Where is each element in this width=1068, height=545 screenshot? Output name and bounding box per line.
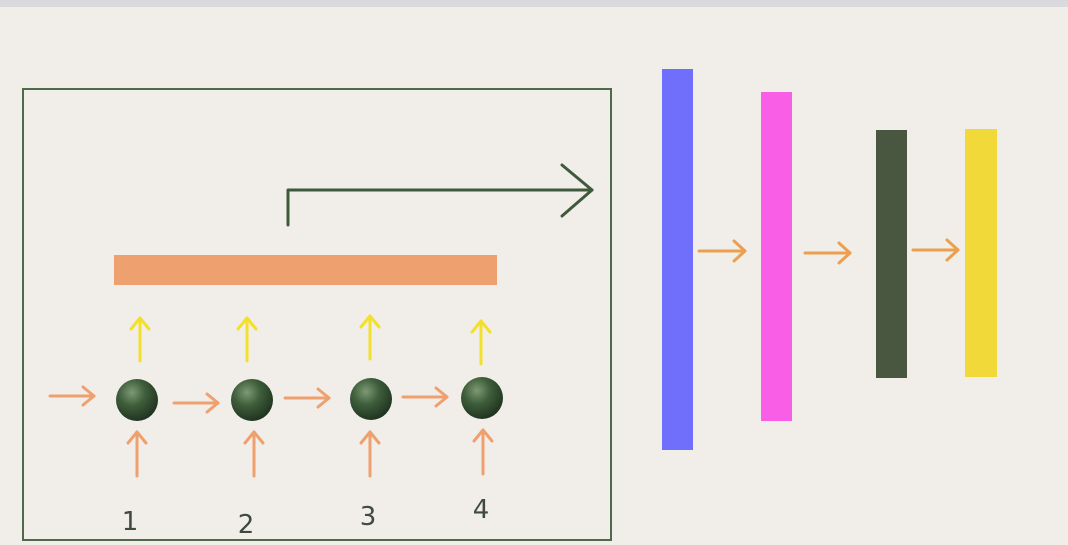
input-arrow-2 [243,430,265,478]
dense-layer-blue [662,69,693,450]
timestep-label-1: 1 [122,507,139,537]
recurrent-arrow-3-4 [401,386,449,408]
up-arrow-3 [359,314,381,361]
hidden-output-arrows [129,314,492,366]
rnn-node-1 [116,379,158,421]
up-arrow-2 [236,316,258,363]
dense-arrow-3 [911,238,960,262]
timestep-label-4: 4 [473,495,490,525]
dense-arrow-2 [803,241,852,265]
input-arrows [126,428,494,478]
rnn-frame [22,88,612,541]
dense-layer-darkgreen [876,130,907,378]
dense-layer-magenta [761,92,792,421]
input-arrow-1 [126,430,148,478]
rnn-node-2 [231,379,273,421]
recurrent-arrows [48,385,449,414]
up-arrow-1 [129,316,151,363]
input-arrow-3 [359,430,381,478]
aggregation-bar [114,255,497,285]
rnn-node-4 [461,377,503,419]
timestep-label-2: 2 [238,510,255,540]
input-arrow-left [48,385,96,407]
rnn-node-3 [350,378,392,420]
dense-arrows [697,238,960,265]
input-arrow-4 [472,428,494,476]
timestep-label-3: 3 [360,502,377,532]
up-arrow-4 [470,319,492,366]
top-strip [0,0,1068,7]
recurrent-arrow-2-3 [283,387,331,409]
output-arrow [286,163,594,227]
dense-layer-yellow [965,129,997,377]
dense-arrow-1 [697,239,747,263]
recurrent-arrow-1-2 [172,392,220,414]
